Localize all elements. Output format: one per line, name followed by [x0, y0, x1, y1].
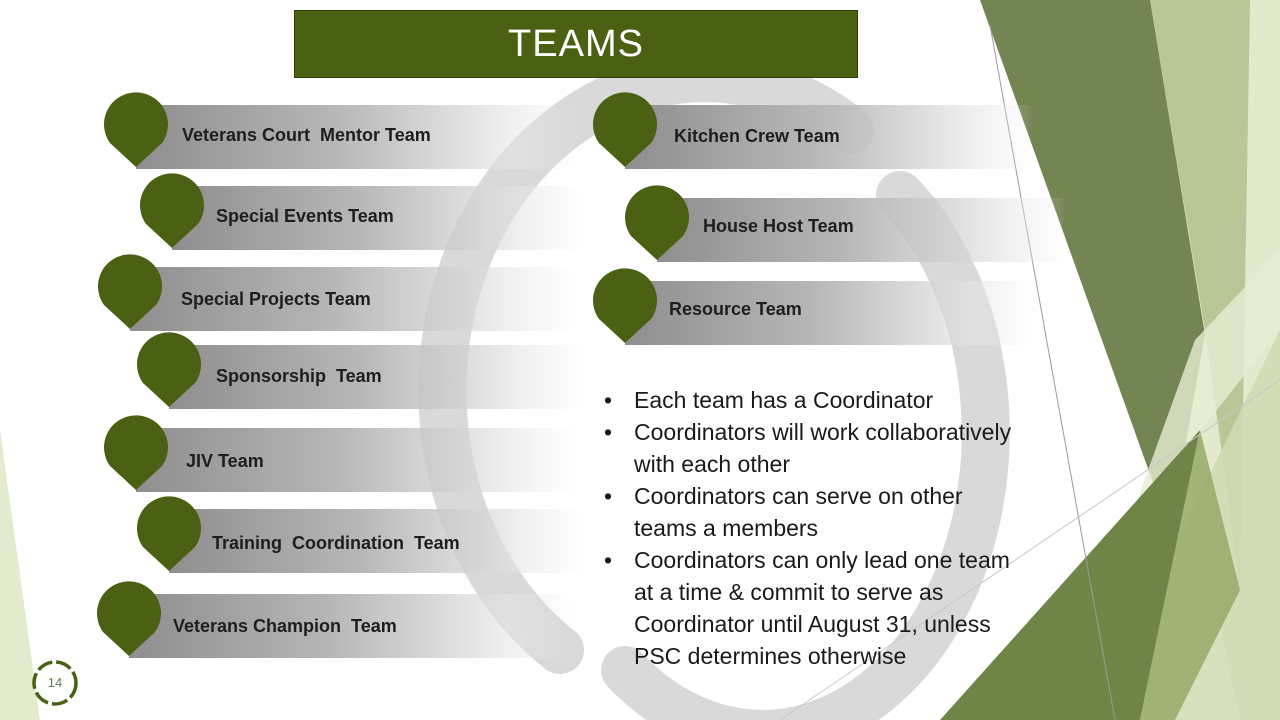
team-bar [625, 281, 1035, 345]
location-pin-icon [98, 254, 162, 329]
page-number-badge: 14 [31, 659, 79, 707]
bullet-item: Each team has a Coordinator [604, 384, 1024, 416]
location-pin-icon [625, 185, 689, 260]
team-label: Special Projects Team [181, 289, 371, 309]
location-pin-icon [140, 173, 204, 248]
facet-left-light [0, 430, 40, 720]
coordinator-bullet-list: Each team has a Coordinator Coordinators… [604, 384, 1024, 672]
team-label: Training Coordination Team [212, 533, 460, 553]
team-label: Veterans Court Mentor Team [182, 125, 431, 145]
team-label: Veterans Champion Team [173, 616, 397, 636]
team-bar [657, 198, 1067, 262]
team-bar [130, 267, 575, 331]
team-bar [172, 186, 582, 250]
team-bar [129, 594, 574, 658]
team-bar [625, 105, 1035, 169]
team-label: Special Events Team [216, 206, 394, 226]
team-bar [136, 105, 576, 169]
page-title: TEAMS [294, 10, 858, 78]
page-number-ring [32, 660, 78, 706]
facet-olive-1 [980, 0, 1205, 530]
bullet-item: Coordinators can only lead one team at a… [604, 544, 1024, 672]
location-pin-icon [137, 496, 201, 571]
team-label: House Host Team [703, 216, 854, 236]
team-bar [169, 345, 584, 409]
team-label: Sponsorship Team [216, 366, 382, 386]
location-pin-icon [593, 268, 657, 343]
location-pin-icon [97, 581, 161, 656]
team-label: Resource Team [669, 299, 802, 319]
facet-light-3 [1130, 250, 1280, 520]
bullet-item: Coordinators can serve on other teams a … [604, 480, 1024, 544]
facet-mid-2 [1140, 430, 1240, 720]
location-pin-icon [104, 92, 168, 167]
team-label: Kitchen Crew Team [674, 126, 840, 146]
location-pin-icon [137, 332, 201, 407]
team-label: JIV Team [186, 451, 264, 471]
location-pin-icon [593, 92, 657, 167]
team-bar [136, 428, 576, 492]
team-bar [169, 509, 584, 573]
page-number: 14 [47, 675, 63, 690]
location-pin-icon [104, 415, 168, 490]
bullet-item: Coordinators will work collaboratively w… [604, 416, 1024, 480]
facet-mid-1 [1150, 0, 1250, 585]
